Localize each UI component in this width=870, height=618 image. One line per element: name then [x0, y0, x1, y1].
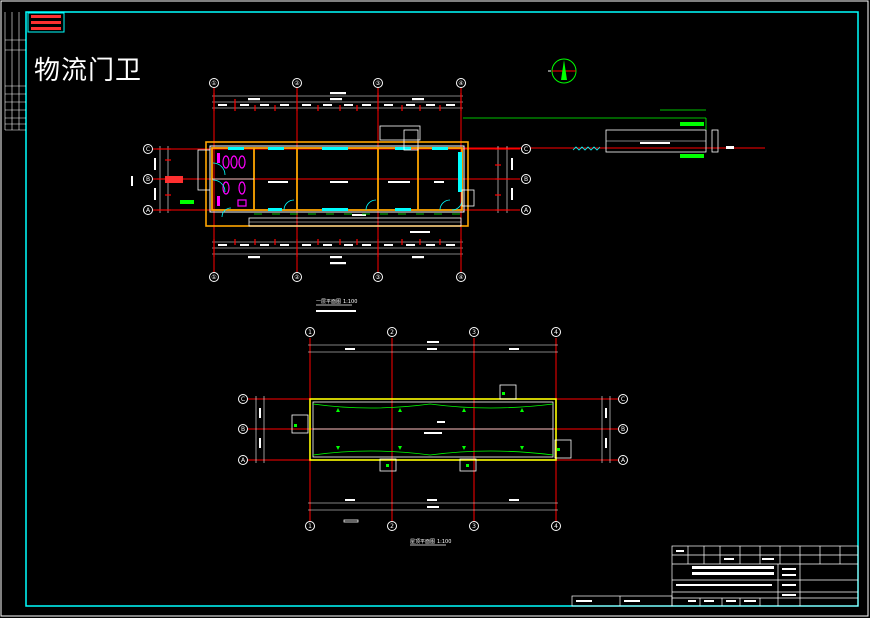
plan2-dimensions [255, 344, 611, 511]
plan2-grid-axes [248, 338, 618, 521]
plan2-col-label-top-2: 2 [390, 329, 394, 336]
plan2-row-label-left-b: B [241, 426, 245, 433]
plan1-row-label-left-b: B [146, 176, 150, 183]
plan1-dimension-ticks [157, 93, 510, 257]
plan2-scale: 1:100 [437, 539, 451, 545]
stamp-box [27, 12, 65, 33]
plan1-caption: 一层平面图 1:100 [316, 299, 357, 312]
plan2-row-label-left-a: A [241, 457, 246, 464]
sheet-title: 物流门卫 [34, 56, 143, 86]
plan1-row-label-right-c: C [524, 146, 528, 153]
plan1-axis-bubbles [143, 78, 531, 282]
plan1-dimensions [159, 95, 508, 255]
plan1-col-label-top-2: ② [294, 80, 300, 87]
plan2-row-label-right-b: B [621, 426, 625, 433]
plan1-building [165, 125, 475, 233]
plan1-col-label-top-4: ④ [458, 80, 463, 87]
plan1-col-label-bottom-4: ④ [458, 274, 463, 281]
plan2-row-label-right-a: A [621, 457, 626, 464]
plan2-col-label-bottom-3: 3 [472, 523, 476, 530]
title-block-fills [576, 550, 796, 602]
plan1-gate [463, 109, 734, 158]
plan1-col-label-bottom-3: ③ [375, 274, 380, 281]
plan2-col-label-bottom-2: 2 [390, 523, 394, 530]
plan1-col-label-bottom-1: ① [211, 274, 216, 281]
plan2-dimension-values [259, 341, 607, 508]
plan2-col-label-bottom-1: 1 [308, 523, 312, 530]
plan2-col-label-top-4: 4 [554, 329, 558, 336]
plan2-title: 屋顶平面图 [410, 539, 435, 545]
plan1-col-label-bottom-2: ② [294, 274, 300, 281]
plan2-col-label-top-1: 1 [308, 329, 312, 336]
plan2-row-label-right-c: C [621, 396, 625, 403]
plan1-dimension-values [131, 92, 513, 265]
plan2-roof [291, 384, 572, 523]
plan2-axis-bubbles [238, 327, 628, 531]
plan2-axis-labels: 1 2 3 4 1 2 3 4 C B A C B A [241, 329, 626, 530]
title-block [571, 545, 859, 607]
plan2-col-label-bottom-4: 4 [554, 523, 558, 530]
plan1-row-label-left-a: A [146, 207, 151, 214]
plan2-caption: 屋顶平面图 1:100 [410, 539, 451, 546]
plan1-row-label-right-a: A [524, 207, 529, 214]
plan2-row-label-left-c: C [241, 396, 245, 403]
plan1-scale: 1:100 [343, 299, 357, 305]
north-arrow [548, 58, 577, 84]
plan2-col-label-top-3: 3 [472, 329, 476, 336]
plan1-title: 一层平面图 [316, 299, 341, 305]
plan1-row-label-left-c: C [146, 146, 150, 153]
plan1-row-label-right-b: B [524, 176, 528, 183]
binding-strip [4, 12, 26, 131]
plan1-axis-labels: ① ② ③ ④ ① ② ③ ④ C B A C B A [146, 80, 529, 281]
drawing-frame [25, 11, 859, 607]
plan1-col-label-top-1: ① [211, 80, 216, 87]
plan1-col-label-top-3: ③ [375, 80, 380, 87]
